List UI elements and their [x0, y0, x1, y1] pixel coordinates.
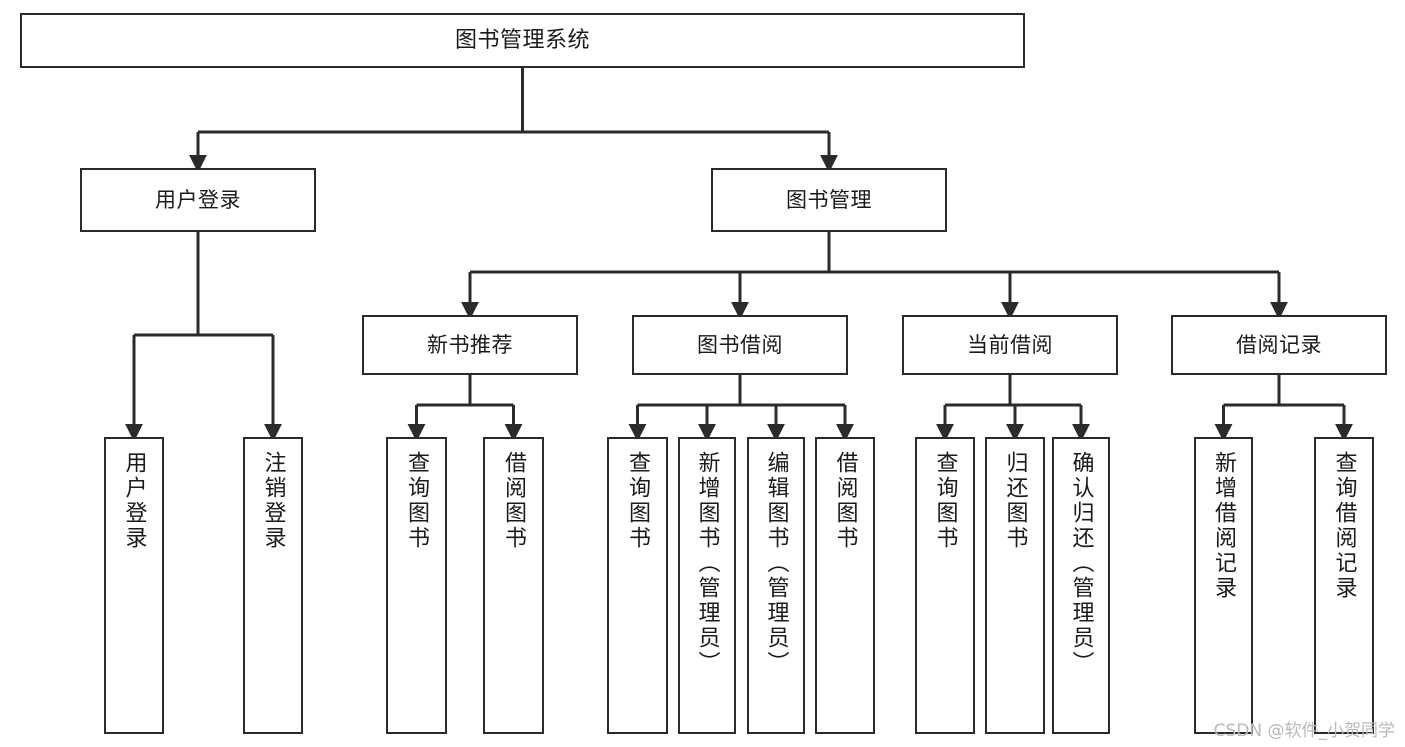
node-label: 编辑图书（管理员）	[763, 451, 789, 676]
node-leaf4[interactable]: 借阅图书	[483, 437, 544, 734]
node-leaf3[interactable]: 查询图书	[386, 437, 447, 734]
node-label: 查询图书	[404, 451, 430, 551]
node-label: 借阅图书	[501, 451, 527, 551]
node-login[interactable]: 用户登录	[80, 168, 316, 232]
node-label: 借阅图书	[832, 451, 858, 551]
node-leaf7[interactable]: 编辑图书（管理员）	[747, 437, 805, 734]
node-label: 图书管理系统	[454, 27, 590, 53]
node-label: 新增借阅记录	[1211, 451, 1237, 601]
node-label: 归还图书	[1002, 451, 1028, 551]
node-label: 当前借阅	[967, 332, 1053, 357]
node-label: 用户登录	[155, 187, 241, 212]
node-leaf13[interactable]: 查询借阅记录	[1314, 437, 1374, 734]
node-label: 借阅记录	[1236, 332, 1322, 357]
node-leaf12[interactable]: 新增借阅记录	[1194, 437, 1253, 734]
node-label: 新书推荐	[427, 332, 513, 357]
node-label: 图书管理	[786, 187, 872, 212]
node-leaf9[interactable]: 查询图书	[915, 437, 975, 734]
node-label: 图书借阅	[697, 332, 783, 357]
node-newbook[interactable]: 新书推荐	[362, 315, 578, 375]
node-current[interactable]: 当前借阅	[902, 315, 1118, 375]
node-leaf1[interactable]: 用户登录	[104, 437, 164, 734]
node-label: 查询图书	[932, 451, 958, 551]
node-borrow[interactable]: 图书借阅	[632, 315, 848, 375]
node-label: 查询借阅记录	[1331, 451, 1357, 601]
node-leaf8[interactable]: 借阅图书	[815, 437, 875, 734]
node-label: 注销登录	[260, 451, 286, 551]
node-leaf10[interactable]: 归还图书	[985, 437, 1045, 734]
node-leaf2[interactable]: 注销登录	[243, 437, 303, 734]
node-label: 查询图书	[625, 451, 651, 551]
node-leaf5[interactable]: 查询图书	[607, 437, 668, 734]
node-bookmgmt[interactable]: 图书管理	[711, 168, 947, 232]
csdn-watermark: CSDN @软件_小贺同学	[1213, 721, 1395, 741]
node-leaf6[interactable]: 新增图书（管理员）	[678, 437, 736, 734]
node-label: 用户登录	[121, 451, 147, 551]
node-label: 确认归还（管理员）	[1068, 451, 1094, 676]
node-root[interactable]: 图书管理系统	[20, 13, 1025, 68]
node-records[interactable]: 借阅记录	[1171, 315, 1387, 375]
node-leaf11[interactable]: 确认归还（管理员）	[1052, 437, 1110, 734]
node-label: 新增图书（管理员）	[694, 451, 720, 676]
